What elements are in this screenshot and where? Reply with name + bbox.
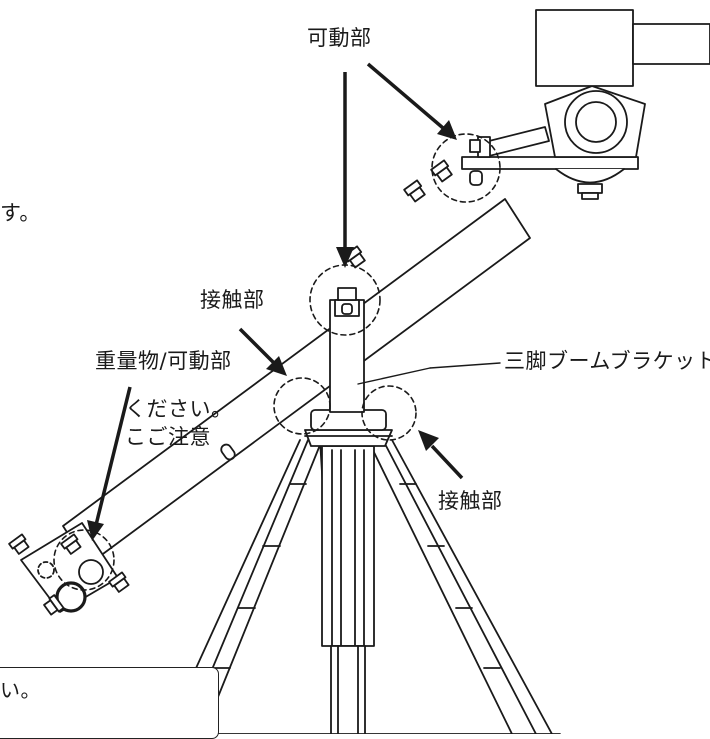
tripod-head-plate [304,409,393,447]
boom-bracket-post [329,287,365,413]
label-contact-part-left: 接触部 [200,288,265,312]
cut-text-line-1: す。 [0,201,41,225]
cut-text-line-3: こご注意 [125,425,211,449]
arrow-heads [87,120,457,541]
cut-text-line-4: い。 [0,678,41,702]
counterweight-holder [8,522,130,616]
caution-note-box [0,667,219,739]
label-movable-part-top: 可動部 [307,26,372,50]
label-tripod-boom-bracket: 三脚ブームブラケット [504,349,710,373]
cut-text-line-2: ください。 [125,397,233,421]
camera-head [461,9,710,200]
callout-circles [53,133,501,591]
label-contact-part-right: 接触部 [438,489,503,513]
bracket-leader-line [429,362,501,369]
pointer-arrows [94,62,464,526]
label-heavy-movable-part: 重量物/可動部 [95,349,232,373]
tripod-center-column [321,445,375,734]
bracket-leader-line-2 [357,367,431,385]
